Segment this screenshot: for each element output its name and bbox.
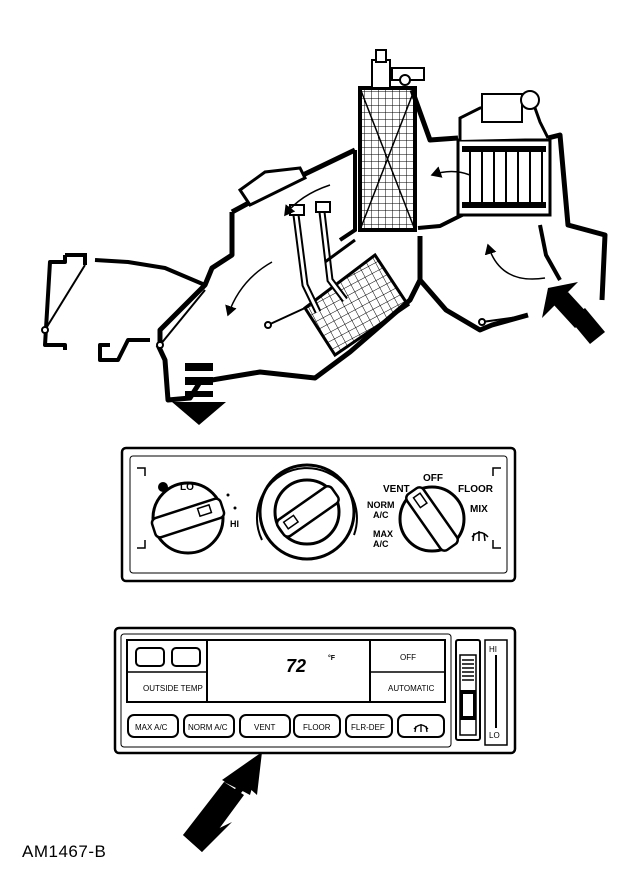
defrost-icon <box>471 531 489 542</box>
temperature-unit: °F <box>328 654 336 662</box>
mode-max-ac-label-2: A/C <box>373 539 389 549</box>
flr-def-label: FLR-DEF <box>351 723 385 732</box>
slider-lo-label: LO <box>489 731 500 740</box>
norm-ac-button[interactable]: NORM A/C <box>183 714 235 738</box>
temperature-knob[interactable] <box>255 463 358 561</box>
off-button[interactable]: OFF <box>373 643 443 669</box>
fan-lo-label: LO <box>180 482 194 493</box>
automatic-button[interactable]: AUTOMATIC <box>373 676 443 698</box>
automatic-label: AUTOMATIC <box>388 684 435 693</box>
mode-vent-label: VENT <box>383 484 410 495</box>
vent-pointer-arrow <box>183 752 262 852</box>
norm-ac-label: NORM A/C <box>188 723 228 732</box>
temperature-display: 72 <box>286 656 306 676</box>
air-duct-housing <box>41 89 608 403</box>
slider-hi-label: HI <box>489 645 497 654</box>
fan-slider-scale: HI LO <box>484 639 508 746</box>
floor-defrost-button[interactable]: FLR-DEF <box>345 714 393 738</box>
blank-button-1[interactable] <box>135 647 165 667</box>
outgoing-air-arrow <box>172 363 226 425</box>
fan-speed-knob[interactable] <box>150 481 226 555</box>
mode-off-label: OFF <box>423 473 443 484</box>
fan-hi-label: HI <box>230 519 239 529</box>
evaporator-core <box>358 49 425 232</box>
vent-label: VENT <box>254 723 275 732</box>
airflow-arrows <box>225 166 546 317</box>
fan-slider[interactable] <box>455 639 481 741</box>
heater-core <box>264 201 411 358</box>
mode-norm-ac-label-1: NORM <box>367 500 395 510</box>
outside-temp-label: OUTSIDE TEMP <box>143 684 203 693</box>
blower-assembly <box>456 90 552 217</box>
incoming-air-arrow <box>542 282 605 344</box>
blank-button-2[interactable] <box>171 647 201 667</box>
defrost-icon <box>413 724 429 733</box>
max-ac-label: MAX A/C <box>135 723 168 732</box>
floor-button[interactable]: FLOOR <box>293 714 341 738</box>
mode-mix-label: MIX <box>470 504 488 515</box>
outside-temp-button[interactable]: OUTSIDE TEMP <box>130 676 204 698</box>
max-ac-button[interactable]: MAX A/C <box>127 714 179 738</box>
manual-control-panel: LO HI OFF VENT FLOOR MIX NORM A/C <box>120 446 517 583</box>
vent-button[interactable]: VENT <box>239 714 291 738</box>
defrost-button[interactable] <box>397 714 445 738</box>
mode-floor-label: FLOOR <box>458 484 494 495</box>
mode-max-ac-label-1: MAX <box>373 529 393 539</box>
off-label: OFF <box>400 653 416 662</box>
automatic-control-panel: OUTSIDE TEMP OFF AUTOMATIC 72 °F MAX A/C… <box>113 626 517 755</box>
mode-norm-ac-label-2: A/C <box>373 510 389 520</box>
mode-knob[interactable] <box>398 485 466 553</box>
fan-off-indicator <box>158 482 168 492</box>
figure-id: AM1467-B <box>22 842 107 861</box>
floor-label: FLOOR <box>303 723 331 732</box>
